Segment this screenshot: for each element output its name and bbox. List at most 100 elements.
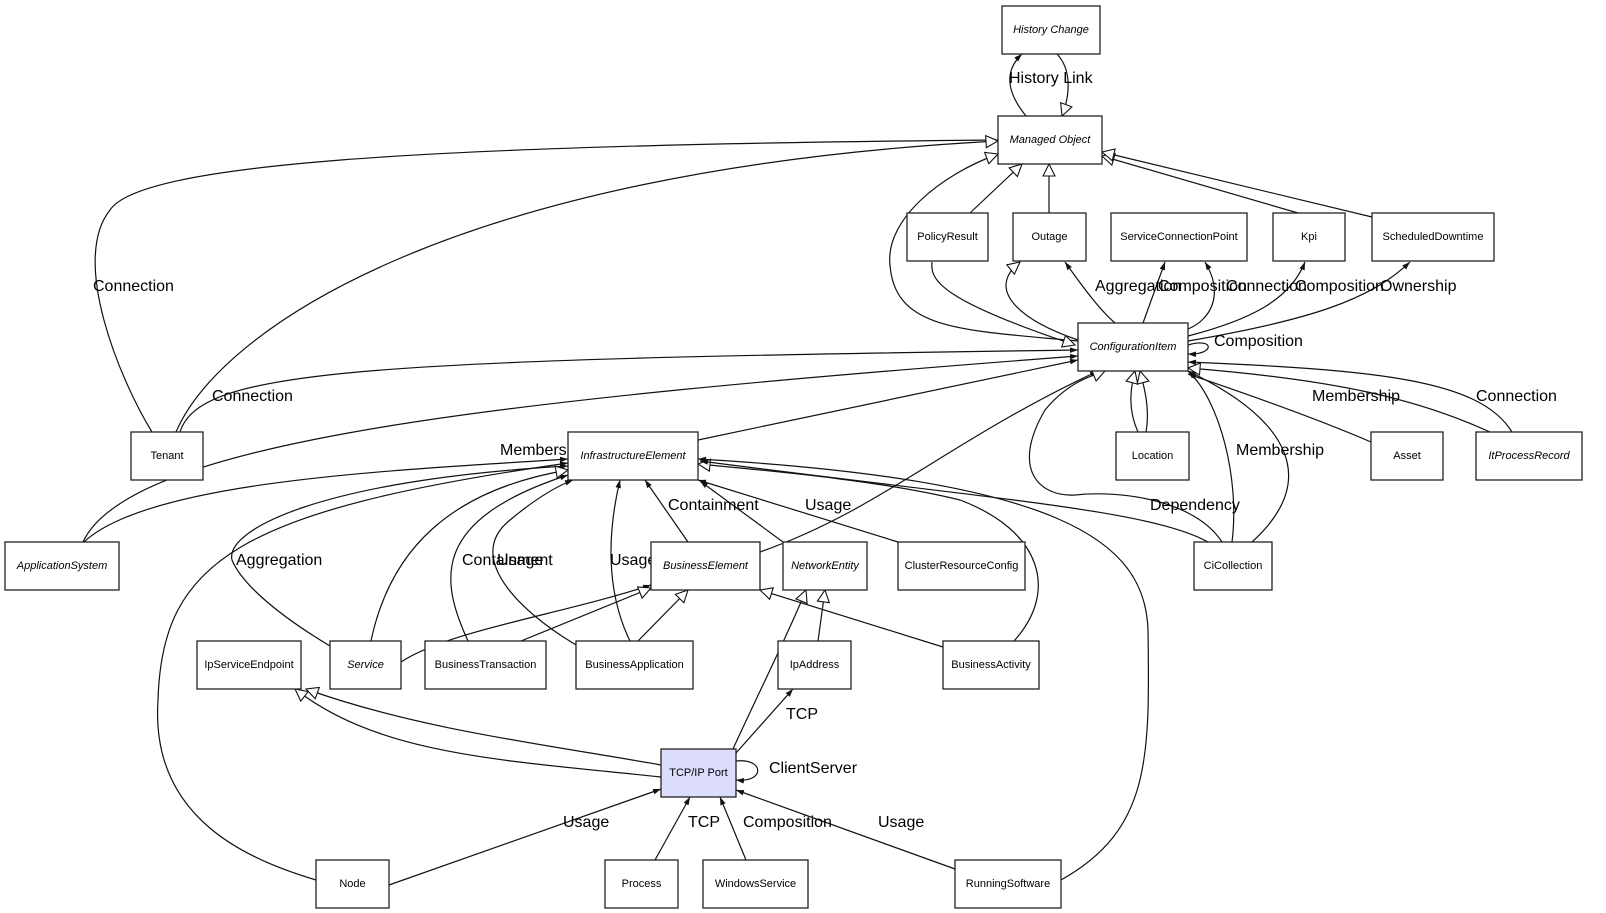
association-arrow: [400, 584, 652, 663]
class-box[interactable]: [196, 640, 302, 690]
class-box[interactable]: [650, 541, 761, 591]
inheritance-edge-tcp-ip-port-to-network-entity: [306, 689, 662, 766]
association-arrow: [1187, 359, 1513, 433]
class-box[interactable]: [1371, 212, 1495, 262]
edge-label: Usage: [878, 814, 924, 831]
class-box[interactable]: [1077, 322, 1189, 372]
class-box[interactable]: [1370, 431, 1444, 481]
class-box[interactable]: [702, 859, 809, 909]
class-box[interactable]: [897, 541, 1026, 591]
association-arrow: [1064, 261, 1116, 324]
class-box[interactable]: [315, 859, 390, 909]
class-box[interactable]: [1110, 212, 1248, 262]
class-node-network-entity[interactable]: NetworkEntity: [782, 541, 868, 591]
class-box[interactable]: [329, 640, 402, 690]
generalization-arrow: [931, 261, 1075, 345]
class-node-ip-address[interactable]: IpAddress: [777, 640, 852, 690]
class-node-outage[interactable]: Outage: [1012, 212, 1087, 262]
inheritance-edge-ip-address-to-network-entity: [295, 689, 662, 778]
class-node-cluster-resource-config[interactable]: ClusterResourceConfig: [897, 541, 1026, 591]
edge-label: TCP: [688, 814, 720, 831]
class-node-service-connection-point[interactable]: ServiceConnectionPoint: [1110, 212, 1248, 262]
association-arrow: [1187, 373, 1372, 443]
class-node-application-system[interactable]: ApplicationSystem: [4, 541, 120, 591]
class-box[interactable]: [1115, 431, 1190, 481]
inheritance-edge-it-process-record-to-managed-object: [1005, 262, 1079, 341]
class-box[interactable]: [777, 640, 852, 690]
class-box[interactable]: [1001, 5, 1101, 55]
class-node-location[interactable]: Location: [1115, 431, 1190, 481]
edge-label: Composition: [1158, 278, 1247, 295]
class-node-asset[interactable]: Asset: [1370, 431, 1444, 481]
class-name: Tenant: [150, 450, 183, 462]
class-name: BusinessElement: [663, 560, 749, 572]
association-arrow: [1187, 261, 1306, 337]
generalization-arrow: [175, 141, 998, 433]
association-edge-tenant-to-configuration-item: [697, 358, 1079, 441]
class-name: Kpi: [1301, 231, 1317, 243]
class-node-business-application[interactable]: BusinessApplication: [575, 640, 694, 690]
class-box[interactable]: [906, 212, 989, 262]
inheritance-edge-kpi-to-managed-object: [1102, 156, 1299, 214]
generalization-arrow: [1102, 152, 1373, 218]
class-node-business-transaction[interactable]: BusinessTransaction: [424, 640, 547, 690]
generalization-arrow: [1140, 371, 1147, 433]
association-edge-tcp-ip-port-to-ip-address: [388, 788, 662, 886]
class-node-managed-object[interactable]: Managed Object: [997, 115, 1103, 165]
inheritance-edge-service-to-business-element: [637, 590, 688, 642]
class-box[interactable]: [954, 859, 1062, 909]
class-node-history-change[interactable]: History Change: [1001, 5, 1101, 55]
class-node-business-activity[interactable]: BusinessActivity: [942, 640, 1040, 690]
class-node-ip-service-endpoint[interactable]: IpServiceEndpoint: [196, 640, 302, 690]
class-node-kpi[interactable]: Kpi: [1272, 212, 1346, 262]
class-node-scheduled-downtime[interactable]: ScheduledDowntime: [1371, 212, 1495, 262]
association-edge-cluster-resource-config-to-infrastructure-element: [699, 459, 1209, 543]
class-node-it-process-record[interactable]: ItProcessRecord: [1475, 431, 1583, 481]
class-node-node[interactable]: Node: [315, 859, 390, 909]
class-node-policy-result[interactable]: PolicyResult: [906, 212, 989, 262]
association-arrow: [388, 788, 662, 886]
class-node-ci-collection[interactable]: CiCollection: [1193, 541, 1273, 591]
association-arrow: [450, 474, 569, 642]
edge-label: Composition: [1214, 333, 1303, 350]
class-name: PolicyResult: [917, 231, 978, 243]
class-box[interactable]: [1012, 212, 1087, 262]
class-node-process[interactable]: Process: [604, 859, 679, 909]
association-arrow: [492, 479, 586, 651]
class-box[interactable]: [130, 431, 204, 481]
class-box[interactable]: [1475, 431, 1583, 481]
class-node-service[interactable]: Service: [329, 640, 402, 690]
class-box[interactable]: [575, 640, 694, 690]
class-box[interactable]: [1193, 541, 1273, 591]
class-node-configuration-item[interactable]: ConfigurationItem: [1077, 322, 1189, 372]
class-node-running-software[interactable]: RunningSoftware: [954, 859, 1062, 909]
edge-label: Composition: [743, 814, 832, 831]
class-box[interactable]: [782, 541, 868, 591]
edge-label: Aggregation: [1095, 278, 1181, 295]
class-name: History Change: [1013, 24, 1089, 36]
class-node-infrastructure-element[interactable]: InfrastructureElement: [567, 431, 699, 481]
association-arrow: [1187, 261, 1411, 342]
association-arrow: [94, 137, 999, 433]
class-box[interactable]: [997, 115, 1103, 165]
class-node-tcp-ip-port[interactable]: TCP/IP Port: [660, 748, 737, 798]
generalization-arrow: [1005, 262, 1079, 341]
inheritance-edge-scheduled-downtime-to-managed-object: [1102, 152, 1373, 218]
inheritance-edge-location-to-configuration-item: [1028, 371, 1223, 543]
class-node-tenant[interactable]: Tenant: [130, 431, 204, 481]
association-edge-business-application-to-infrastructure-element: [699, 480, 784, 543]
class-box[interactable]: [424, 640, 547, 690]
class-node-windows-service[interactable]: WindowsService: [702, 859, 809, 909]
association-arrow: [1187, 370, 1290, 543]
edge-label: TCP: [786, 706, 818, 723]
edge-label: Containment: [668, 497, 759, 514]
class-box[interactable]: [567, 431, 699, 481]
class-box[interactable]: [604, 859, 679, 909]
class-box[interactable]: [660, 748, 737, 798]
class-node-business-element[interactable]: BusinessElement: [650, 541, 761, 591]
class-box[interactable]: [4, 541, 120, 591]
class-box[interactable]: [1272, 212, 1346, 262]
edge-label: Connection: [1476, 388, 1557, 405]
class-box[interactable]: [942, 640, 1040, 690]
